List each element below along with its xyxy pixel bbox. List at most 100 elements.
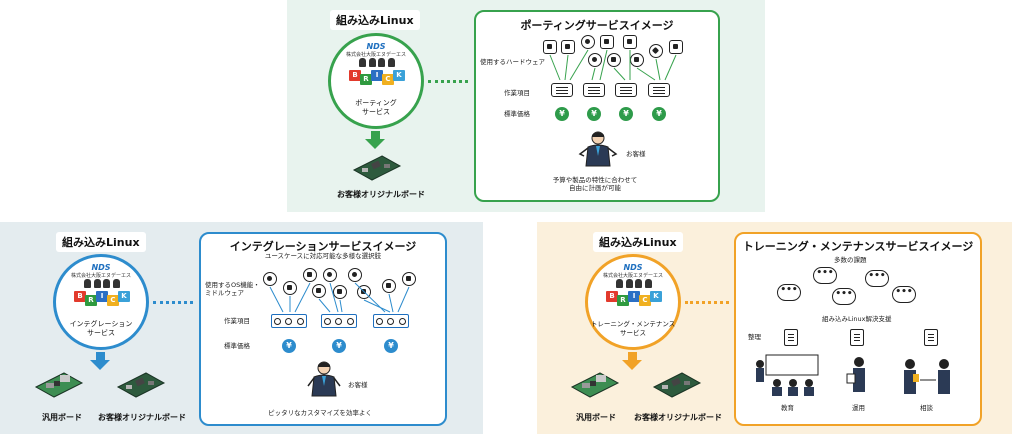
brick-logo: B R I C K: [606, 291, 662, 317]
brick-k: K: [650, 291, 662, 302]
training-arrow-head: [622, 360, 642, 370]
nds-logo: NDS: [366, 42, 386, 51]
work-item-group: [373, 314, 409, 328]
integration-title: インテグレーションサービスイメージ: [229, 240, 417, 253]
training-custom-board-label: お客様オリジナルボード: [634, 413, 722, 422]
integration-general-board-label: 汎用ボード: [42, 413, 82, 422]
general-board-image: [570, 372, 620, 398]
porting-linux-label: 組み込みLinux: [330, 10, 420, 30]
os-middleware-label: 使用するOS機能・ ミドルウェア: [205, 281, 260, 297]
work-item-group: [321, 314, 357, 328]
work-item-list-icon: [648, 83, 670, 97]
yen-icon: ¥: [332, 339, 346, 353]
training-general-board-label: 汎用ボード: [576, 413, 616, 422]
porting-connector: [428, 80, 468, 83]
general-board-image: [34, 372, 84, 398]
chip-icon: [543, 40, 557, 54]
yen-icon: ¥: [619, 107, 633, 121]
work-item-list-icon: [583, 83, 605, 97]
training-linux-label: 組み込みLinux: [593, 232, 683, 252]
brick-b: B: [74, 291, 86, 302]
sensor-icon: [649, 44, 663, 58]
porting-title: ポーティングサービスイメージ: [520, 19, 674, 32]
porting-service-circle: NDS 株式会社大阪エヌデーエス B R I C K ポーティング サービス: [328, 33, 424, 129]
memory-icon: [600, 35, 614, 49]
porting-work-items-label: 作業項目: [504, 89, 530, 97]
globe-icon: [263, 272, 277, 286]
consultation-label: 相談: [920, 404, 933, 412]
brick-i: I: [628, 291, 640, 302]
integration-arrow-stem: [96, 352, 105, 360]
people-icon: [84, 279, 120, 288]
integration-arrow-head: [90, 360, 110, 370]
brick-logo: B R I C K: [74, 291, 130, 317]
speaker-icon: [333, 285, 347, 299]
training-arrow-stem: [628, 352, 637, 360]
cloud-icon: [323, 268, 337, 282]
porting-price-label: 標準価格: [504, 110, 530, 118]
custom-board-image: [652, 372, 702, 398]
brick-b: B: [606, 291, 618, 302]
porting-custom-board-label: お客様オリジナルボード: [337, 190, 425, 199]
integration-work-items-label: 作業項目: [224, 317, 250, 325]
location-icon: [588, 53, 602, 67]
issues-label: 多数の課題: [834, 256, 867, 264]
yen-icon: ¥: [587, 107, 601, 121]
yen-icon: ¥: [652, 107, 666, 121]
video-icon: [312, 284, 326, 298]
linux-support-label: 組み込みLinux解決支援: [822, 315, 892, 323]
integration-circle-caption: インテグレーション サービス: [69, 320, 133, 337]
company-name: 株式会社大阪エヌデーエス: [602, 273, 663, 279]
document-icon: [784, 329, 798, 346]
porting-arrow-head: [365, 139, 385, 149]
work-item-list-icon: [615, 83, 637, 97]
brick-r: R: [85, 295, 97, 306]
yen-icon: ¥: [555, 107, 569, 121]
integration-connector: [153, 301, 193, 304]
company-name: 株式会社大阪エヌデーエス: [70, 273, 131, 279]
integration-custom-board-label: お客様オリジナルボード: [98, 413, 186, 422]
porting-footer: 予算や製品の特性に合わせて 自由に計画が可能: [552, 176, 638, 192]
shield-icon: [382, 279, 396, 293]
education-label: 教育: [781, 404, 794, 412]
brick-c: C: [107, 295, 119, 306]
hardware-label: 使用するハードウェア: [480, 58, 545, 66]
usb-icon: [623, 35, 637, 49]
integration-customer-label: お客様: [348, 381, 368, 389]
customer-icon: [578, 131, 618, 167]
work-item-group: [271, 314, 307, 328]
integration-linux-label: 組み込みLinux: [56, 232, 146, 252]
porting-customer-label: お客様: [626, 150, 646, 158]
nds-logo: NDS: [623, 263, 643, 272]
people-icon: [616, 279, 652, 288]
code-icon: [303, 268, 317, 282]
nds-logo: NDS: [91, 263, 111, 272]
integration-subtitle: ユースケースに対応可能な多様な選択肢: [264, 252, 382, 260]
wifi-icon: [607, 53, 621, 67]
integration-footer: ピッタリなカスタマイズを効率よく: [268, 409, 372, 417]
company-name: 株式会社大阪エヌデーエス: [345, 52, 406, 58]
operation-label: 運用: [852, 404, 865, 412]
people-icon: [359, 58, 395, 67]
training-service-circle: NDS 株式会社大阪エヌデーエス B R I C K トレーニング・メンテナンス…: [585, 254, 681, 350]
brick-logo: B R I C K: [349, 70, 405, 96]
brick-r: R: [617, 295, 629, 306]
link-icon: [348, 268, 362, 282]
brick-i: I: [371, 70, 383, 81]
yen-icon: ¥: [282, 339, 296, 353]
integration-service-circle: NDS 株式会社大阪エヌデーエス B R I C K インテグレーション サービ…: [53, 254, 149, 350]
card-icon: [669, 40, 683, 54]
brick-c: C: [382, 74, 394, 85]
brick-k: K: [393, 70, 405, 81]
document-icon: [850, 329, 864, 346]
plug-icon: [561, 40, 575, 54]
training-title: トレーニング・メンテナンスサービスイメージ: [742, 240, 974, 253]
camera-icon: [402, 272, 416, 286]
organize-label: 整理: [748, 333, 761, 341]
speech-bubble-icon: •••: [865, 270, 889, 287]
camera-icon: [581, 35, 595, 49]
integration-price-label: 標準価格: [224, 342, 250, 350]
